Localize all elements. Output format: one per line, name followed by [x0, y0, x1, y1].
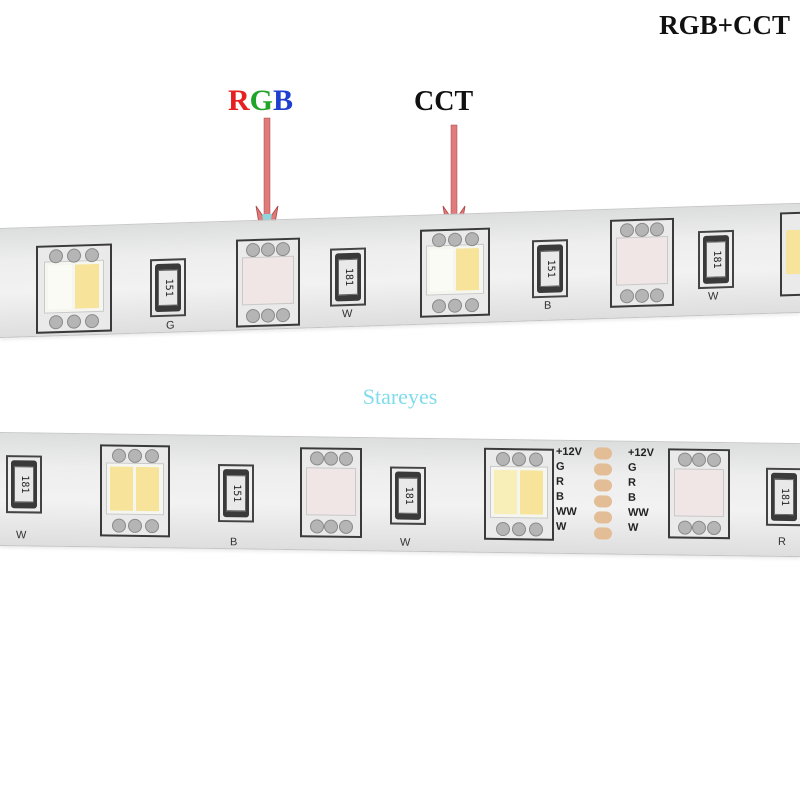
cct-led [484, 447, 554, 541]
rgb-led [236, 237, 300, 328]
solder-pad [448, 298, 462, 313]
silk-label: W [708, 290, 719, 303]
solder-pad [528, 452, 543, 467]
rgb-label: RGB [228, 84, 293, 118]
solder-pad [324, 451, 338, 466]
rgb-label-r: R [228, 84, 250, 117]
silk-label: W [16, 529, 27, 542]
silk-label: W [400, 536, 411, 549]
rgb-led [300, 447, 362, 539]
solder-pad [495, 521, 510, 537]
resistor-code: 181 [338, 258, 358, 296]
silk-label: W [342, 307, 353, 321]
solder-pad [692, 452, 706, 467]
resistor: 151 [150, 258, 186, 318]
resistor: 151 [532, 239, 568, 299]
solder-pad [338, 451, 353, 466]
solder-pad [144, 449, 159, 464]
solder-pad [431, 298, 446, 314]
solder-pad [49, 315, 63, 330]
rgb-led [668, 448, 730, 540]
solder-pad [620, 289, 634, 304]
cct-led [420, 227, 490, 318]
solder-pad [692, 520, 706, 535]
cct-led-partial [780, 211, 800, 297]
solder-pad [512, 522, 526, 537]
resistor: 181 [698, 229, 734, 290]
solder-pad [85, 313, 99, 329]
solder-pad [431, 232, 446, 248]
silk-label: G [166, 319, 175, 332]
solder-pad [144, 519, 159, 534]
solder-pad [650, 288, 664, 303]
solder-pad [528, 522, 543, 537]
led-strip-bottom: 181 W 151 B 181 W +12V G R B W [0, 432, 800, 558]
solder-pad [650, 222, 664, 237]
solder-pad [128, 448, 142, 463]
solder-pad [635, 222, 649, 238]
solder-pad [512, 452, 526, 467]
solder-pad [338, 519, 353, 534]
cct-led [36, 243, 112, 334]
solder-pad [495, 451, 510, 467]
solder-pad [111, 448, 126, 463]
resistor: 181 [6, 455, 42, 514]
solder-pad [261, 242, 275, 257]
rgb-label-b: B [273, 84, 294, 117]
silk-label: B [544, 299, 552, 312]
resistor-code: 181 [706, 241, 726, 278]
resistor-code: 181 [398, 477, 418, 514]
resistor: 181 [330, 247, 366, 307]
solder-pad [464, 297, 479, 313]
rgb-led [610, 217, 674, 308]
solder-pad [128, 518, 142, 533]
solder-pad [706, 452, 721, 468]
resistor-code: 151 [540, 250, 560, 288]
cct-label: CCT [414, 86, 474, 117]
resistor-code: 151 [226, 475, 246, 512]
solder-pad [309, 451, 324, 466]
resistor: 181 [390, 466, 426, 525]
resistor-code: 151 [158, 269, 178, 307]
cct-led [100, 444, 170, 538]
silk-label: B [230, 536, 238, 549]
solder-pad [706, 520, 721, 536]
solder-pad [261, 308, 275, 323]
solder-pad [464, 231, 479, 247]
solder-pad [276, 241, 290, 257]
solder-pad [309, 519, 324, 534]
connector-labels-left: +12V G R B WW W [556, 445, 582, 533]
solder-pad [276, 307, 290, 323]
connector-labels-right: +12V G R B WW W [628, 446, 654, 534]
solder-pad [67, 314, 81, 329]
resistor-code: 181 [774, 478, 794, 516]
solder-pad [620, 223, 634, 238]
solder-pad [324, 519, 338, 534]
resistor: 151 [218, 464, 254, 523]
rgb-label-g: G [249, 84, 274, 117]
solder-pad [111, 518, 126, 533]
image-title: RGB+CCT [659, 10, 790, 40]
solder-pad [246, 308, 260, 324]
resistor: 181 [766, 467, 800, 527]
resistor-code: 181 [14, 466, 34, 503]
solder-pad [635, 288, 649, 304]
silk-label: R [778, 535, 786, 548]
solder-pad [246, 242, 260, 258]
solder-pad [677, 520, 692, 535]
solder-pad [677, 452, 692, 467]
watermark: Stareyes [362, 384, 438, 409]
